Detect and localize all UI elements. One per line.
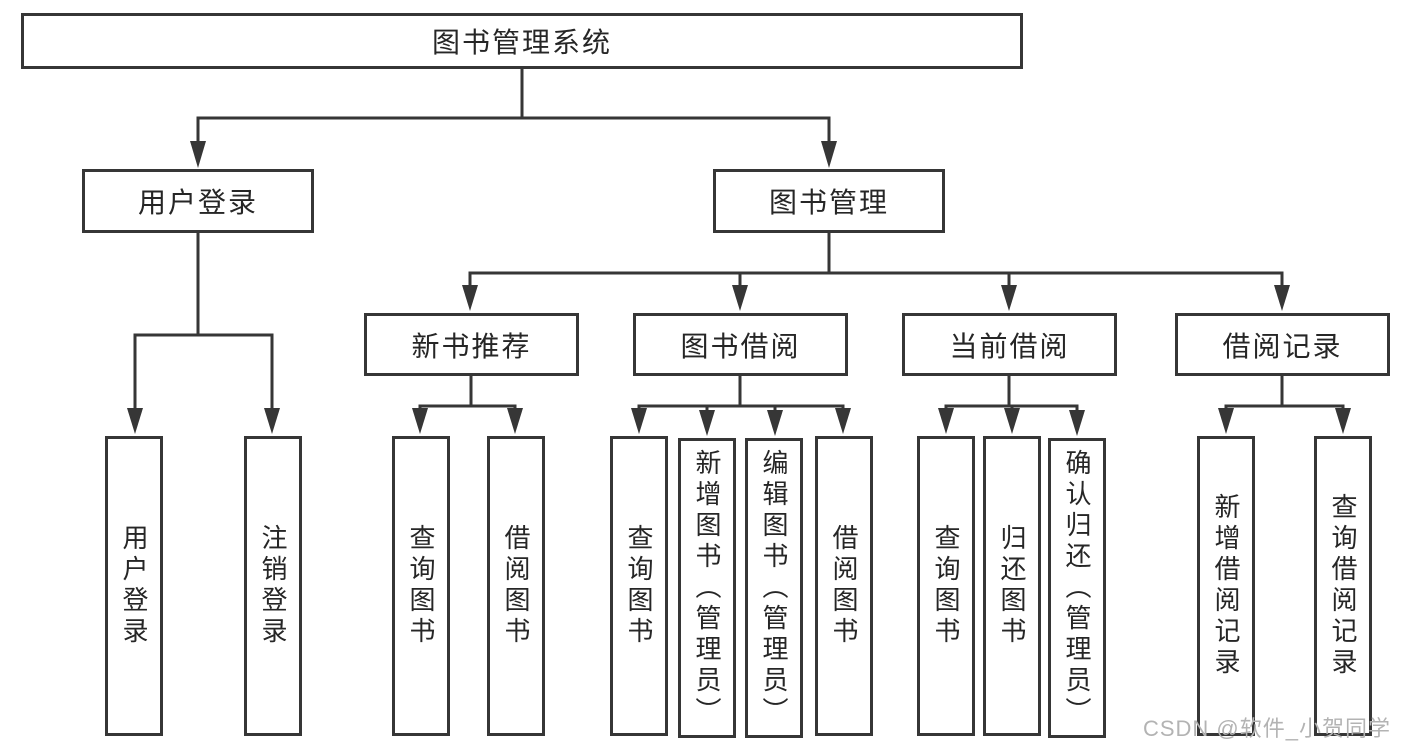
node-label: 新增图书（管理员） (692, 448, 722, 728)
node-library-management-system: 图书管理系统 (21, 13, 1023, 69)
node-user-login: 用户登录 (82, 169, 314, 233)
node-query-borrow-record: 查询借阅记录 (1314, 436, 1372, 736)
node-label: 借阅图书 (829, 524, 859, 648)
node-new-book-recommend: 新书推荐 (364, 313, 579, 376)
node-user-login-leaf: 用户登录 (105, 436, 163, 736)
node-label: 图书管理 (768, 187, 889, 218)
node-label: 借阅图书 (501, 524, 531, 648)
node-query-books: 查询图书 (917, 436, 975, 736)
node-label: 查询借阅记录 (1328, 493, 1358, 679)
node-label: 图书管理系统 (431, 27, 612, 58)
node-label: 新增借阅记录 (1211, 493, 1241, 679)
node-label: 注销登录 (258, 524, 288, 648)
node-label: 图书借阅 (680, 330, 801, 362)
node-label: 查询图书 (406, 524, 436, 648)
node-label: 用户登录 (119, 524, 149, 648)
node-add-borrow-record: 新增借阅记录 (1197, 436, 1255, 736)
node-borrow-records: 借阅记录 (1175, 313, 1390, 376)
node-borrow-books: 借阅图书 (815, 436, 873, 736)
node-logout: 注销登录 (244, 436, 302, 736)
node-label: 编辑图书（管理员） (759, 448, 789, 728)
node-query-books: 查询图书 (610, 436, 668, 736)
node-return-books: 归还图书 (983, 436, 1041, 736)
node-query-books: 查询图书 (392, 436, 450, 736)
node-current-borrowing: 当前借阅 (902, 313, 1117, 376)
node-label: 借阅记录 (1222, 330, 1343, 362)
node-label: 归还图书 (997, 524, 1027, 648)
csdn-watermark: CSDN @软件_小贺同学 (1142, 716, 1391, 741)
node-label: 新书推荐 (411, 330, 532, 362)
node-label: 确认归还（管理员） (1062, 448, 1092, 728)
node-label: 查询图书 (931, 524, 961, 648)
node-label: 当前借阅 (949, 330, 1070, 362)
node-label: 查询图书 (624, 524, 654, 648)
node-add-books-admin: 新增图书（管理员） (678, 438, 736, 738)
node-label: 用户登录 (137, 187, 258, 218)
node-book-management: 图书管理 (713, 169, 945, 233)
node-book-borrowing: 图书借阅 (633, 313, 848, 376)
node-borrow-books: 借阅图书 (487, 436, 545, 736)
node-confirm-return-admin: 确认归还（管理员） (1048, 438, 1106, 738)
node-edit-books-admin: 编辑图书（管理员） (745, 438, 803, 738)
